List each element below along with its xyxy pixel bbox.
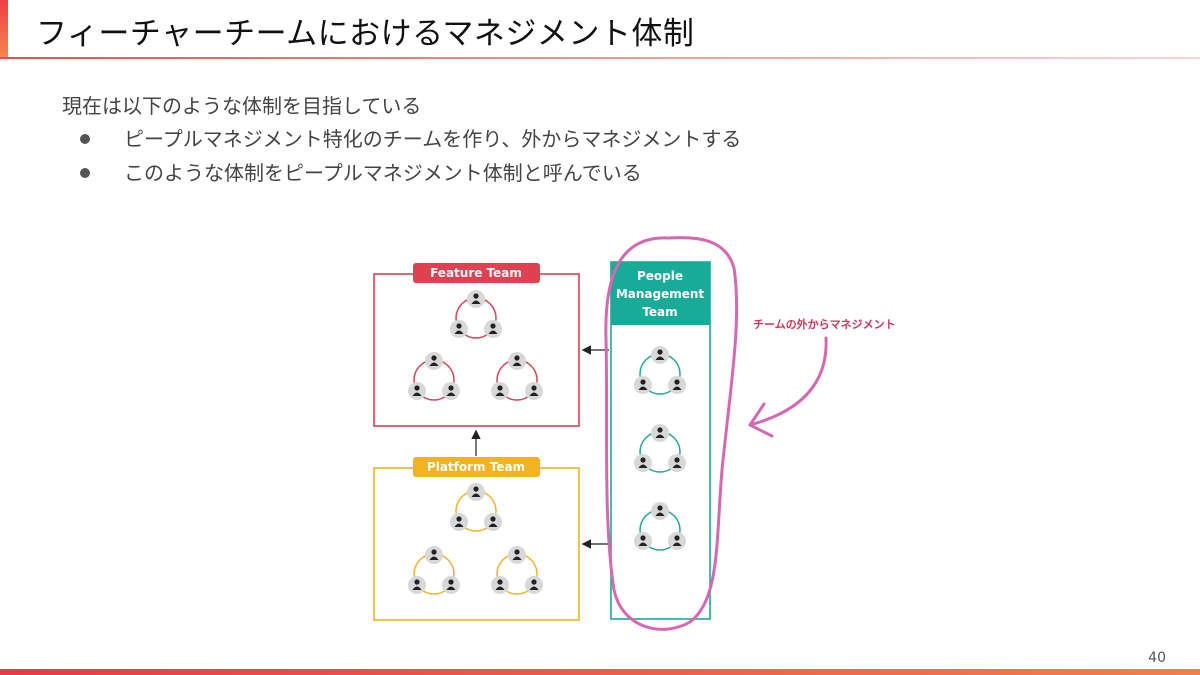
person-icon xyxy=(484,320,502,338)
person-icon xyxy=(467,290,485,308)
person-icon xyxy=(408,382,426,400)
intro-text: 現在は以下のような体制を目指している xyxy=(62,94,422,118)
annotation-arrow xyxy=(748,336,828,427)
person-icon xyxy=(484,513,502,531)
bullet-item: ピープルマネジメント特化のチームを作り、外からマネジメントする xyxy=(80,123,741,152)
team-cluster xyxy=(634,424,686,473)
team-cluster xyxy=(634,502,686,551)
person-icon xyxy=(508,352,526,370)
platform-team-label-bg xyxy=(413,457,540,477)
team-cluster xyxy=(408,546,460,595)
bullet-dot-icon xyxy=(80,133,90,144)
person-icon xyxy=(491,576,509,594)
highlight-circle xyxy=(604,236,739,631)
title-divider xyxy=(0,57,1200,59)
person-icon xyxy=(525,576,543,594)
person-icon xyxy=(634,532,652,550)
person-icon xyxy=(634,376,652,394)
bullet-item: このような体制をピープルマネジメント体制と呼んでいる xyxy=(80,157,642,186)
annotation-arrowhead xyxy=(748,402,774,438)
footer-bar xyxy=(0,669,1200,675)
page-number: 40 xyxy=(1148,650,1166,666)
platform-team-label: Platform Team xyxy=(427,460,525,474)
person-icon xyxy=(425,546,443,564)
feature-team-label-bg xyxy=(413,263,540,283)
page-title: フィーチャーチームにおけるマネジメント体制 xyxy=(36,16,695,52)
team-cluster xyxy=(491,546,543,595)
team-cluster xyxy=(450,483,502,532)
person-icon xyxy=(634,454,652,472)
person-icon xyxy=(508,546,526,564)
person-icon xyxy=(651,424,669,442)
bullet-text: このような体制をピープルマネジメント体制と呼んでいる xyxy=(124,161,642,185)
people-team-header xyxy=(611,262,710,325)
people-team-groups xyxy=(634,346,686,551)
person-icon xyxy=(651,346,669,364)
people-team-label-line-3: Team xyxy=(642,305,677,319)
person-icon xyxy=(442,576,460,594)
person-icon xyxy=(668,454,686,472)
person-icon xyxy=(450,320,468,338)
person-icon xyxy=(668,376,686,394)
person-icon xyxy=(425,352,443,370)
team-cluster xyxy=(491,352,543,401)
team-cluster xyxy=(408,352,460,401)
person-icon xyxy=(668,532,686,550)
title-accent-bar xyxy=(0,0,8,58)
team-cluster xyxy=(634,346,686,395)
person-icon xyxy=(525,382,543,400)
people-team-label-line-1: People xyxy=(637,269,683,283)
bullet-dot-icon xyxy=(80,167,90,178)
people-team-label-line-2: Management xyxy=(616,287,705,301)
bullet-text: ピープルマネジメント特化のチームを作り、外からマネジメントする xyxy=(124,127,742,151)
person-icon xyxy=(408,576,426,594)
person-icon xyxy=(442,382,460,400)
team-cluster xyxy=(450,290,502,339)
feature-team-label: Feature Team xyxy=(430,266,522,280)
person-icon xyxy=(467,483,485,501)
annotation-text: チームの外からマネジメント xyxy=(753,317,896,331)
feature-team-groups xyxy=(408,290,543,401)
platform-team-groups xyxy=(408,483,543,595)
person-icon xyxy=(651,502,669,520)
person-icon xyxy=(491,382,509,400)
person-icon xyxy=(450,513,468,531)
